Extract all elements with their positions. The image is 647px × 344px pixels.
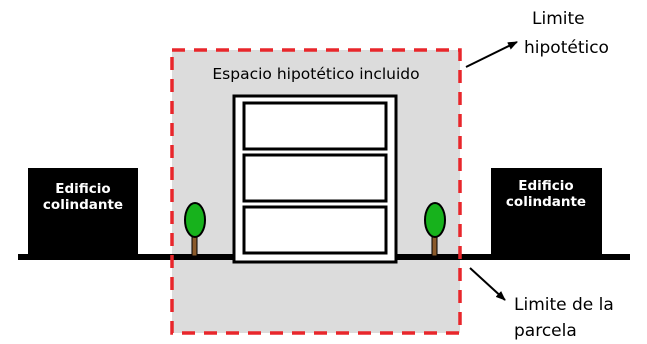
included-space-label: Espacio hipotético incluido — [212, 65, 419, 83]
right-adjoining-building — [491, 168, 602, 255]
left-adjoining-building — [28, 168, 138, 255]
plot-limit-arrow — [469, 267, 506, 301]
left-tree-icon — [184, 202, 206, 238]
building-floor-2 — [242, 153, 388, 203]
hypothetical-limit-arrow — [465, 41, 518, 68]
right-building-label-line2: colindante — [506, 194, 586, 210]
right-building-label-line1: Edificio — [518, 178, 573, 194]
plot-limit-label-line2: parcela — [514, 321, 577, 341]
hypothetical-limit-label-line2: hipotético — [524, 38, 609, 58]
hypothetical-limit-label-line1: Limite — [532, 9, 585, 29]
hypothetical-boundary — [170, 48, 462, 335]
plot-limit-label-line1: Limite de la — [514, 295, 614, 315]
left-building-label-line1: Edificio — [55, 181, 110, 197]
building-floor-1 — [242, 101, 388, 151]
building-floor-3 — [242, 205, 388, 255]
right-tree-icon — [424, 202, 446, 238]
left-building-label-line2: colindante — [43, 197, 123, 213]
